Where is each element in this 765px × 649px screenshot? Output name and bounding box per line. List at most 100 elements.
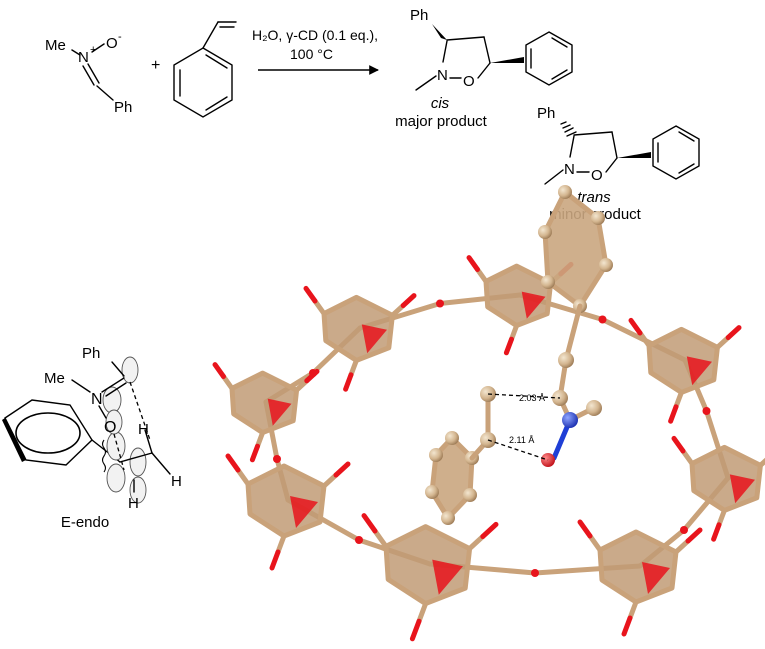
glucose-unit-4 bbox=[689, 444, 763, 513]
hydroxyl-b-1-o bbox=[400, 293, 417, 308]
hydroxymethyl-5-c bbox=[627, 599, 639, 621]
cis-label: cis bbox=[431, 95, 450, 112]
ts-n-c-bond bbox=[101, 377, 125, 393]
ts-orbital-lobe-6 bbox=[121, 356, 139, 384]
cis-phenyl-ring bbox=[525, 31, 573, 86]
hydroxyl-a-7-c bbox=[235, 467, 251, 487]
hydroxymethyl-5-o bbox=[621, 615, 633, 637]
hydroxyl-a-2-o bbox=[466, 255, 480, 272]
guest-carbon-atom-1 bbox=[558, 352, 574, 368]
nitrone-n-plus: + bbox=[90, 44, 96, 56]
hydroxyl-b-6-o bbox=[480, 521, 499, 539]
bond-n-o bbox=[91, 43, 105, 53]
cis-wedge-1 bbox=[432, 24, 447, 40]
glycosidic-oxygen bbox=[355, 536, 363, 544]
hydroxymethyl-1-c bbox=[348, 357, 359, 378]
hydroxyl-a-8-o bbox=[212, 362, 226, 379]
ts-h-right-label: H bbox=[171, 473, 182, 490]
cis-n-label: N bbox=[437, 67, 448, 84]
styrene-structure bbox=[173, 21, 237, 118]
cis-phenyl-inner-2 bbox=[551, 37, 568, 48]
ts-h-top-label: H bbox=[138, 421, 149, 438]
glucose-unit-3-oxygen-face bbox=[686, 356, 712, 386]
glucose-unit-7-oxygen-face bbox=[290, 496, 318, 528]
glucose-unit-2-oxygen-face bbox=[521, 291, 546, 319]
glucose-unit-6 bbox=[383, 524, 473, 607]
hydroxymethyl-6-c bbox=[416, 601, 429, 624]
glucose-unit-4-oxygen-face bbox=[729, 474, 755, 504]
hydroxyl-a-1-c bbox=[312, 298, 327, 317]
ts-phenyl-aromatic-circle bbox=[15, 412, 81, 454]
glucose-unit-3 bbox=[646, 326, 720, 395]
hydroxymethyl-2-o bbox=[503, 336, 514, 356]
hydroxymethyl-8-o bbox=[249, 443, 260, 463]
bond-n-c-double-a bbox=[82, 65, 95, 86]
hydroxyl-a-6-o bbox=[361, 513, 378, 534]
hydroxyl-b-6-c bbox=[467, 534, 486, 552]
trans-c3-c4 bbox=[573, 131, 613, 136]
trans-phenyl-inner-2 bbox=[678, 131, 695, 142]
ts-me-n-bond bbox=[71, 379, 91, 393]
glycosidic-oxygen bbox=[273, 455, 281, 463]
guest-carbon-atom-upper-1 bbox=[558, 185, 572, 199]
bond-c-ph bbox=[96, 85, 114, 101]
ts-orbital-lobe-2 bbox=[106, 463, 126, 493]
hydroxyl-a-4-o bbox=[671, 435, 686, 454]
ts-orbital-lobe-1 bbox=[106, 431, 126, 461]
ts-me-label: Me bbox=[44, 370, 65, 387]
hydroxyl-a-5-c bbox=[587, 533, 603, 553]
guest-carbon-atom-upper-2 bbox=[591, 211, 605, 225]
cis-product-structure: Ph O N bbox=[410, 7, 573, 91]
trans-n-label: N bbox=[564, 161, 575, 178]
glucose-unit-8-oxygen-face bbox=[267, 398, 292, 426]
guest-carbon-atom-upper-3 bbox=[599, 258, 613, 272]
cis-n-c3 bbox=[442, 40, 448, 63]
trans-product-structure: Ph O N bbox=[537, 105, 700, 185]
trans-phenyl-ring bbox=[652, 125, 700, 180]
cis-phenyl-inner-3 bbox=[551, 69, 568, 80]
guest-carbon-atom-lower-4 bbox=[441, 511, 455, 525]
nitrone-structure: Me N + O - Ph bbox=[45, 31, 132, 116]
nitrone-ph-label: Ph bbox=[114, 99, 132, 116]
ts-label: E-endo bbox=[61, 514, 109, 531]
ts-ch2-h-top-bond bbox=[144, 429, 153, 454]
conditions-line-2: 100 °C bbox=[290, 46, 333, 62]
cis-caption: major product bbox=[395, 113, 488, 130]
ts-alkene-bond bbox=[119, 452, 153, 463]
glycosidic-oxygen bbox=[680, 526, 688, 534]
trans-hashed-bond bbox=[560, 121, 577, 137]
hydroxyl-a-7-o bbox=[225, 453, 241, 473]
bond-n-c-double-b bbox=[87, 63, 100, 84]
hydroxyl-a-1-o bbox=[303, 285, 318, 304]
ts-ch2-h-right-bond bbox=[151, 452, 171, 475]
styrene-ring bbox=[173, 47, 233, 118]
styrene-ring-inner-3 bbox=[205, 96, 228, 111]
guest-carbon-atom-5 bbox=[586, 400, 602, 416]
nitrone-me-label: Me bbox=[45, 37, 66, 54]
cis-c4-c5 bbox=[483, 36, 491, 64]
ts-ph-label: Ph bbox=[82, 345, 100, 362]
hydroxyl-b-7-o bbox=[333, 461, 351, 478]
hydroxyl-a-6-c bbox=[372, 528, 389, 549]
ts-phenyl-bold-edge bbox=[2, 418, 26, 462]
glucose-unit-5-oxygen-face bbox=[642, 562, 670, 594]
trans-c4-c5 bbox=[611, 131, 618, 159]
glucose-unit-7 bbox=[245, 463, 327, 539]
hydroxyl-b-8-o bbox=[304, 368, 320, 384]
glycosidic-oxygen bbox=[598, 315, 607, 324]
cis-c3-c4 bbox=[446, 36, 485, 41]
hydroxyl-b-4-c bbox=[757, 457, 765, 468]
glucose-unit-1-oxygen-face bbox=[361, 324, 387, 354]
guest-carbon-atom-lower-3 bbox=[463, 488, 477, 502]
styrene-ring-inner-2 bbox=[205, 54, 228, 69]
cis-n-me bbox=[415, 75, 437, 91]
nitrone-o-label: O bbox=[106, 35, 118, 52]
hydroxyl-a-3-c bbox=[637, 330, 652, 349]
nitrone-n-label: N bbox=[78, 49, 89, 66]
guest-carbon-atom-lower-6 bbox=[429, 448, 443, 462]
hydroxymethyl-4-c bbox=[716, 507, 727, 528]
transition-state-structure: N Me Ph O H H H bbox=[2, 345, 182, 512]
cis-ph-label: Ph bbox=[410, 7, 428, 24]
guest-carbon-atom-lower-1 bbox=[445, 431, 459, 445]
